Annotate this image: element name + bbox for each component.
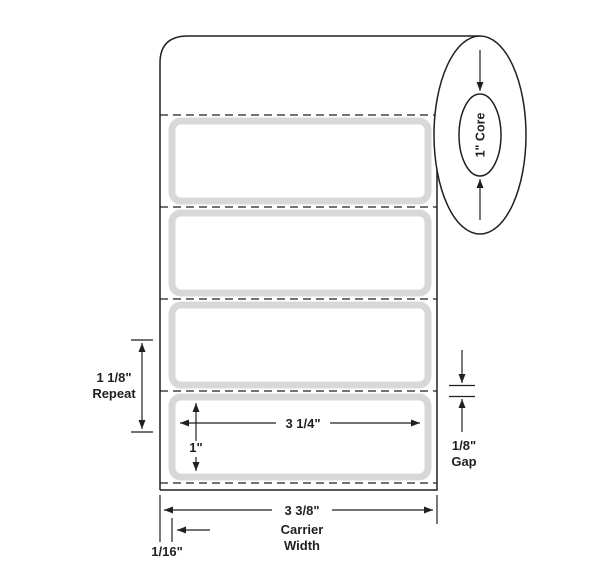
gap-caption: Gap xyxy=(451,454,476,469)
label-4 xyxy=(168,393,432,481)
core-label: 1" Core xyxy=(474,113,488,158)
edge-margin-value: 1/16" xyxy=(151,544,182,559)
label-height-dimension: 1" xyxy=(189,403,203,471)
label-2 xyxy=(168,209,432,297)
carrier-width-value: 3 3/8" xyxy=(284,503,319,518)
carrier-strip xyxy=(159,35,480,491)
label-1 xyxy=(168,117,432,205)
repeat-caption: Repeat xyxy=(92,386,136,401)
core-ellipse xyxy=(458,93,502,177)
carrier-left-top-edge xyxy=(159,35,480,490)
label-3 xyxy=(168,301,432,389)
perforation-lines xyxy=(160,114,437,484)
edge-margin-dimension: 1/16" xyxy=(151,518,210,559)
gap-dimension: 1/8" Gap xyxy=(449,350,477,469)
carrier-width-caption-2: Width xyxy=(284,538,320,553)
die-cut-labels xyxy=(168,117,432,481)
carrier-width-dimension: 3 3/8" Carrier Width xyxy=(159,495,438,553)
carrier-width-caption-1: Carrier xyxy=(281,522,324,537)
gap-value: 1/8" xyxy=(452,438,476,453)
repeat-dimension: 1 1/8" Repeat xyxy=(92,339,153,433)
label-height-value: 1" xyxy=(189,440,202,455)
label-width-value: 3 1/4" xyxy=(285,416,320,431)
label-roll-end: 1" Core xyxy=(433,35,527,235)
carrier-right-bottom-edge xyxy=(160,160,438,491)
repeat-value: 1 1/8" xyxy=(96,370,131,385)
